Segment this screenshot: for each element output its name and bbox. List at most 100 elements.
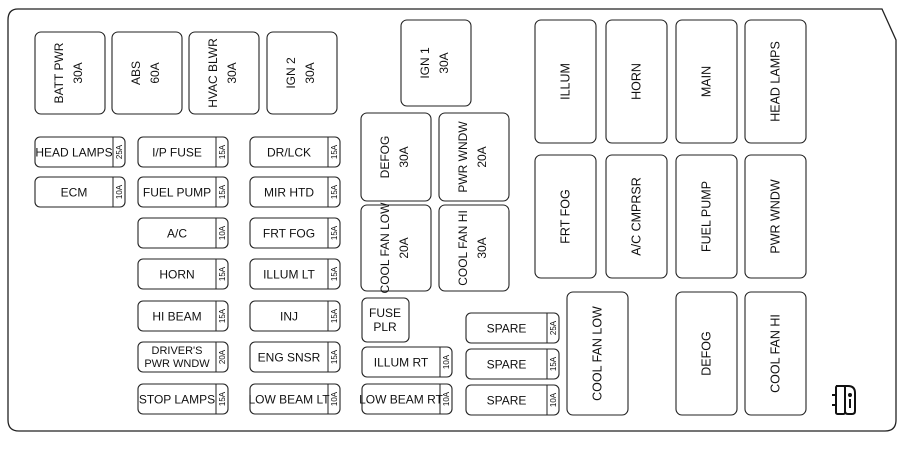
large-fuse-rating: 30A — [397, 146, 411, 167]
mini-fuse-body — [137, 217, 229, 249]
mini-fuse-body — [137, 136, 229, 168]
relay-body — [744, 291, 807, 416]
relay-cool-fan-low[interactable]: COOL FAN LOW — [566, 291, 629, 416]
relay-cool-fan-hi[interactable]: COOL FAN HI — [744, 291, 807, 416]
relay-fuel-pump[interactable]: FUEL PUMP — [675, 154, 738, 279]
mini-fuse-name: INJ — [280, 310, 298, 324]
relay-defog[interactable]: DEFOG — [675, 291, 738, 416]
mini-fuse-rating: 15A — [218, 144, 227, 159]
relay-body — [744, 154, 807, 279]
mini-fuse-name: LOW BEAM RT — [359, 393, 443, 407]
relay-label: ILLUM — [559, 63, 573, 100]
plr-line2: PLR — [373, 320, 397, 334]
relay-horn[interactable]: HORN — [605, 19, 668, 144]
large-fuse-cool-fan-low-fuse[interactable]: COOL FAN LOW 20A — [360, 202, 432, 294]
relay-illum[interactable]: ILLUM — [534, 19, 597, 144]
large-fuse-body — [34, 31, 106, 115]
mini-fuse-body — [137, 383, 229, 415]
mini-fuse-rating: 10A — [442, 354, 451, 369]
large-fuse-name: BATT PWR — [52, 42, 66, 103]
plr-line1: FUSE — [369, 306, 401, 320]
large-fuse-rating: 30A — [475, 237, 489, 258]
mini-fuse-rating: 15A — [330, 184, 339, 199]
large-fuse-name: IGN 2 — [284, 57, 298, 89]
mini-fuse-rating: 15A — [330, 349, 339, 364]
relay-label: PWR WNDW — [769, 179, 783, 253]
mini-fuse-name: HORN — [159, 268, 194, 282]
relay-label: COOL FAN HI — [769, 314, 783, 393]
mini-fuse-name: LOW BEAM LT — [248, 393, 330, 407]
mini-fuse-spare-2[interactable]: SPARE 15A — [465, 348, 560, 380]
fuse-plr[interactable]: FUSE PLR — [361, 297, 410, 343]
mini-fuse-name: ILLUM LT — [263, 268, 315, 282]
large-fuse-rating: 20A — [475, 146, 489, 167]
large-fuse-rating: 30A — [303, 62, 317, 83]
relay-label: HEAD LAMPS — [769, 41, 783, 122]
mini-fuse-rating: 15A — [549, 356, 558, 371]
relay-body — [534, 154, 597, 279]
large-fuse-body — [266, 31, 338, 115]
large-fuse-body — [360, 112, 432, 202]
mini-fuse-name: A/C — [167, 227, 187, 241]
mini-fuse-rating: 25A — [549, 320, 558, 335]
relay-label: FUEL PUMP — [700, 181, 714, 252]
relay-body — [605, 19, 668, 144]
mini-fuse-name: HI BEAM — [152, 310, 201, 324]
mini-fuse-horn[interactable]: HORN 15A — [137, 258, 229, 290]
mini-fuse-ip-fuse[interactable]: I/P FUSE 15A — [137, 136, 229, 168]
large-fuse-ign2[interactable]: IGN 2 30A — [266, 31, 338, 115]
relay-body — [566, 291, 629, 416]
large-fuse-body — [111, 31, 183, 115]
relay-body — [675, 19, 738, 144]
large-fuse-body — [400, 19, 472, 107]
relay-body — [744, 19, 807, 144]
large-fuse-name: DEFOG — [378, 136, 392, 179]
relay-head-lamps[interactable]: HEAD LAMPS — [744, 19, 807, 144]
large-fuse-rating: 60A — [148, 62, 162, 83]
relay-pwr-wndw[interactable]: PWR WNDW — [744, 154, 807, 279]
mini-fuse-rating: 15A — [330, 225, 339, 240]
relay-label: MAIN — [700, 66, 714, 97]
relay-frt-fog[interactable]: FRT FOG — [534, 154, 597, 279]
large-fuse-defog-fuse[interactable]: DEFOG 30A — [360, 112, 432, 202]
mini-fuse-name: SPARE — [487, 358, 527, 372]
large-fuse-rating: 30A — [71, 62, 85, 83]
mini-fuse-name: I/P FUSE — [152, 146, 202, 160]
mini-fuse-body — [249, 176, 341, 208]
relay-ac-cmprsr[interactable]: A/C CMPRSR — [605, 154, 668, 279]
large-fuse-rating: 30A — [225, 62, 239, 83]
mini-fuse-name-line2: PWR WNDW — [144, 358, 210, 370]
relay-main[interactable]: MAIN — [675, 19, 738, 144]
mini-fuse-name: HEAD LAMPS — [35, 146, 112, 160]
mini-fuse-body — [249, 341, 341, 373]
large-fuse-rating: 20A — [397, 237, 411, 258]
mini-fuse-rating: 15A — [218, 266, 227, 281]
large-fuse-batt-pwr[interactable]: BATT PWR 30A — [34, 31, 106, 115]
mini-fuse-body — [465, 312, 560, 344]
large-fuse-body — [360, 204, 432, 292]
large-fuse-name: COOL FAN LOW — [378, 202, 392, 294]
